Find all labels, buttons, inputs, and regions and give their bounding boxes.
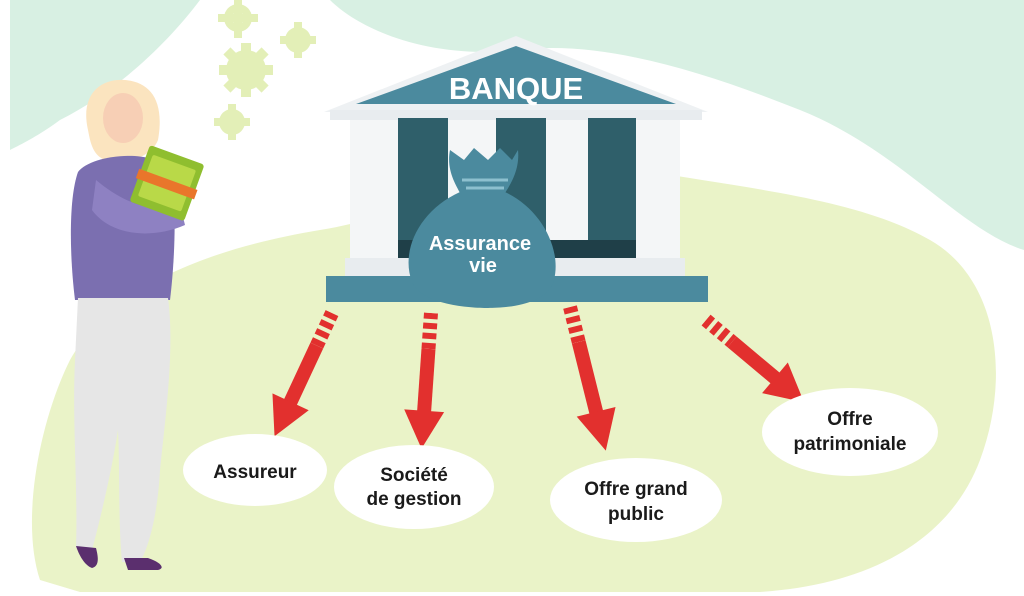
woman-illustration — [70, 79, 204, 570]
mint-blob — [10, 0, 1024, 250]
output-node-offre-patrimoniale: Offre patrimoniale — [762, 388, 938, 476]
arrow — [701, 314, 805, 403]
center-label: vie — [469, 255, 497, 277]
output-node-offre-grand-public: Offre grand public — [550, 458, 722, 542]
output-label: Offre grand — [584, 479, 687, 500]
arrow — [404, 312, 445, 449]
output-label: Société — [380, 465, 448, 486]
output-label: de gestion — [366, 489, 461, 510]
output-label: Offre — [827, 409, 872, 430]
output-node-societe-de-gestion: Société de gestion — [334, 445, 494, 529]
bank-title: BANQUE — [449, 71, 583, 106]
money-bag-icon: Assurance vie — [408, 148, 556, 308]
bank-pillar — [350, 128, 405, 278]
arrow — [563, 305, 616, 451]
bank-pediment — [356, 46, 676, 104]
bank-architrave — [330, 110, 702, 120]
output-node-assureur: Assureur — [183, 434, 327, 506]
mint-blob-left — [10, 0, 200, 150]
center-label: Assurance — [429, 233, 531, 255]
gear-icon — [214, 0, 316, 140]
arrow — [272, 310, 339, 437]
output-label: public — [608, 504, 664, 525]
output-label: patrimoniale — [794, 434, 907, 455]
bank-pillar — [636, 128, 680, 278]
output-label: Assureur — [213, 462, 297, 483]
banknotes-icon — [130, 145, 204, 221]
